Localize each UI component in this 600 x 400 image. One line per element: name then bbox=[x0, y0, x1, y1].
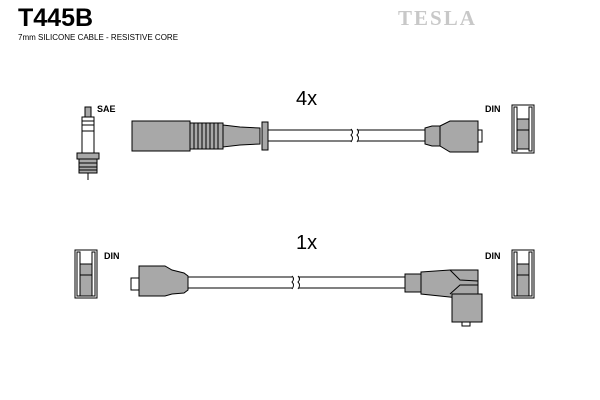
cable-2-wire bbox=[188, 275, 405, 290]
cable-description: 7mm SILICONE CABLE - RESISTIVE CORE bbox=[18, 33, 179, 42]
brand-logo: TESLA bbox=[398, 6, 477, 30]
cable-2-right-label: DIN bbox=[485, 251, 501, 261]
din-terminal-icon bbox=[511, 249, 535, 299]
cable-2-quantity: 1x bbox=[296, 232, 318, 254]
cable-1-left-label: SAE bbox=[97, 104, 116, 114]
din-connector-straight-icon bbox=[424, 120, 483, 153]
din-terminal-icon bbox=[74, 249, 98, 299]
cable-1-right-label: DIN bbox=[485, 104, 501, 114]
din-connector-straight-icon bbox=[130, 265, 189, 297]
part-number: T445B bbox=[18, 4, 94, 32]
cable-1-wire bbox=[268, 128, 425, 143]
cable-1-quantity: 4x bbox=[296, 88, 318, 110]
boot-straight-icon bbox=[131, 120, 269, 152]
din-terminal-icon bbox=[511, 104, 535, 154]
cable-2-left-label: DIN bbox=[104, 251, 120, 261]
spark-plug-icon bbox=[76, 106, 100, 180]
din-connector-angled-icon bbox=[404, 269, 483, 327]
